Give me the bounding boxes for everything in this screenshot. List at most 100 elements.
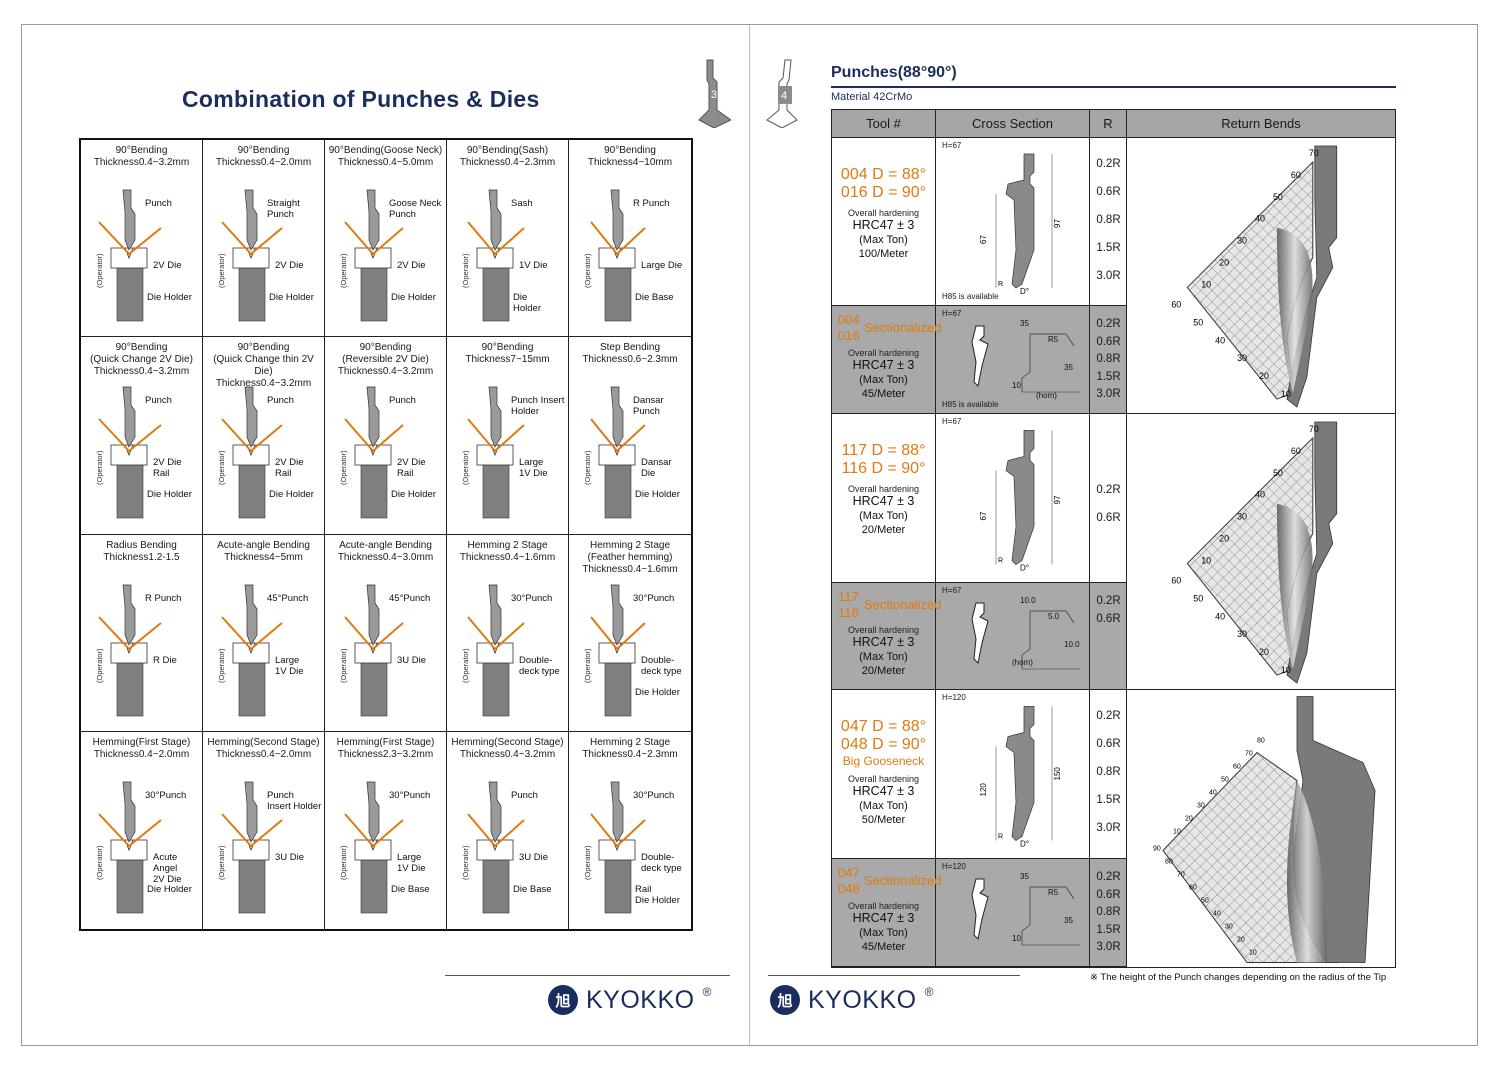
tool-angle: D = 88° [871,442,926,459]
bend-scale-label: 50 [1273,468,1283,478]
page-tab-3: 3 [698,59,731,128]
bend-scale-label: 60 [1291,446,1301,456]
tool-diagram [467,584,525,716]
bend-scale-label: 30 [1237,236,1247,246]
combination-cell: 90°Bending Thickness0.4~2.0mm(Operator)S… [203,140,325,338]
max-ton-label: (Max Ton) [859,651,908,663]
cell-title: Hemming 2 Stage Thickness0.4~1.6mm [459,539,556,563]
operator-label: (Operator) [217,253,226,288]
section-dimension-drawing [1021,886,1080,946]
radius-value: 0.6R [1096,335,1121,348]
cell-part-label: 3U Die [275,851,305,863]
radius-value: 0.8R [1096,906,1121,918]
bend-scale-label: 20 [1185,816,1193,823]
tool-codes: 117 D = 88°116 D = 90° [832,442,935,478]
radius-value: 0.2R [1096,158,1121,170]
bend-scale-label: 30 [1197,803,1205,810]
cell-part-label: Double- deck type [641,851,682,874]
cell-part-label: 30°Punch [633,789,675,801]
bend-scale-label: 70 [1245,751,1253,758]
radius-value: 0.6R [1096,888,1121,901]
header-r: R [1090,110,1127,138]
combination-cell: 90°Bending Thickness4~10mm(Operator)R Pu… [569,140,691,338]
radius-value: 0.6R [1096,512,1121,524]
header-cross-section: Cross Section [936,110,1090,138]
bend-scale-label: 70 [1309,148,1319,158]
tool-diagram [221,386,283,519]
dim-label: 5.0 [1048,612,1060,621]
operator-label: (Operator) [339,253,348,288]
bend-scale-label: 30 [1237,353,1247,363]
tool-code: 016 [838,328,860,343]
radius-value: 3.0R [1096,270,1121,282]
cell-title: 90°Bending(Goose Neck) Thickness0.4~5.0m… [328,145,443,168]
operator-label: (Operator) [95,647,104,683]
h85-note: H85 is available [942,400,999,409]
radius-value: 0.2R [1096,318,1121,330]
bend-scale-label: 10 [1201,555,1211,565]
operator-label: (Operator) [217,450,226,486]
tool-code: 047 [840,718,868,735]
tonnage-per-meter: 45/Meter [861,941,906,953]
tool-diagram [98,189,162,322]
bend-scale-label: 10 [1281,665,1291,675]
cell-part-label: Die Holder [391,489,436,501]
tool-code: 048 [838,881,860,896]
bend-scale-label: 80 [1165,859,1173,866]
combination-cell: 90°Bending(Goose Neck) Thickness0.4~5.0m… [325,140,447,338]
combination-cell: 90°Bending Thickness0.4~3.2mm(Operator)P… [81,140,203,338]
bend-scale-label: 60 [1171,299,1181,309]
operator-label: (Operator) [583,647,592,683]
cell-title: Acute-angle Bending Thickness0.4~3.0mm [337,539,434,563]
cell-part-label: Die Holder [269,292,314,303]
combination-cell: Hemming 2 Stage (Feather hemming) Thickn… [569,535,691,732]
tool-code: 116 [838,605,859,620]
cell-part-label: Straight Punch [267,198,300,220]
cell-part-label: Punch [145,395,172,407]
max-ton-label: (Max Ton) [859,510,908,522]
material-label: Material 42CrMo [831,91,913,103]
cell-part-label: 2V Die [275,260,304,271]
operator-label: (Operator) [95,450,104,486]
cell-title: Hemming 2 Stage (Feather hemming) Thickn… [582,539,678,575]
cell-part-label: 45°Punch [389,592,431,604]
max-ton-label: (Max Ton) [859,800,908,812]
radius-value: 1.5R [1096,794,1121,806]
tool-diagram [590,189,646,322]
tool-diagram [221,781,283,914]
tool-angle: D = 88° [872,718,927,735]
cell-part-label: 3U Die [519,851,549,863]
cell-title: 90°Bending (Quick Change 2V Die) Thickne… [90,342,193,378]
bend-scale-label: 50 [1193,317,1203,327]
dim-label: 10.0 [1064,640,1080,649]
tool-angle: D = 90° [872,184,927,201]
combination-cell: 90°Bending (Reversible 2V Die) Thickness… [325,337,447,535]
right-page-title: Punches(88°90°) [831,64,957,81]
height-label: H=120 [942,693,966,702]
tool-code: 004 [840,166,868,183]
hrc-value: HRC47 ± 3 [852,218,915,232]
tool-diagram [467,386,525,519]
max-ton-label: (Max Ton) [859,927,908,939]
dim-label: D° [1020,840,1029,848]
combination-cell: Step Bending Thickness0.6~2.3mm(Operator… [569,337,691,535]
cell-part-label: Large 1V Die [275,654,304,677]
bend-scale-label: 20 [1219,534,1229,544]
tool-code: 117 [841,442,868,459]
bend-scale-label: 50 [1201,898,1209,905]
dim-label: 35 [1020,319,1029,328]
sectionalized-tag: Sectionalized [864,873,942,888]
tool-diagram [98,781,162,914]
cell-title: 90°Bending (Reversible 2V Die) Thickness… [337,342,434,378]
operator-label: (Operator) [95,845,104,880]
